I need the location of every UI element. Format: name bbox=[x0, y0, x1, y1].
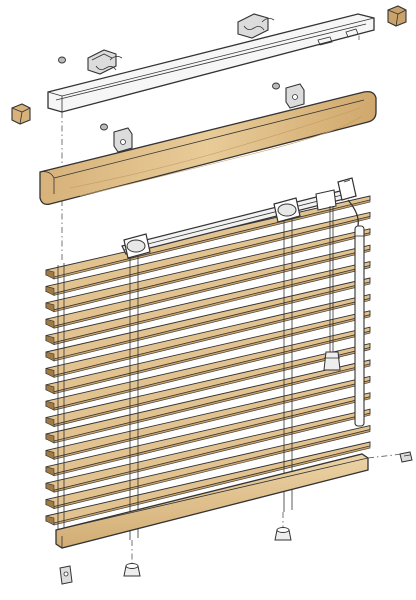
slat bbox=[45, 408, 371, 493]
slat bbox=[45, 375, 371, 460]
slat bbox=[45, 261, 371, 346]
slat bbox=[45, 244, 371, 329]
cord-stop-left bbox=[123, 563, 141, 577]
slat bbox=[45, 359, 371, 444]
slat bbox=[45, 293, 371, 378]
valance-bracket-right bbox=[285, 83, 305, 109]
slat bbox=[45, 425, 371, 510]
tilt-wand bbox=[347, 199, 365, 427]
tilt-gearbox bbox=[315, 177, 357, 211]
bottom-rail bbox=[55, 453, 369, 549]
cord-stop-right bbox=[274, 527, 292, 541]
slat bbox=[45, 310, 371, 395]
pull-cord bbox=[323, 206, 341, 371]
valance-bracket-left bbox=[113, 127, 133, 153]
slat bbox=[45, 343, 371, 428]
screw-center-left bbox=[100, 123, 108, 131]
tilt-mechanism-headrail bbox=[121, 177, 357, 259]
slat bbox=[45, 211, 371, 296]
mounting-clip-left bbox=[87, 49, 123, 75]
cord-cleat bbox=[59, 565, 73, 585]
slat bbox=[45, 277, 371, 362]
cord-drum-left bbox=[123, 233, 151, 259]
screw-left bbox=[58, 56, 66, 64]
cord-drum-right bbox=[273, 197, 301, 223]
end-cap-left bbox=[11, 103, 31, 125]
slat bbox=[45, 228, 371, 313]
bottom-rail-plug bbox=[399, 451, 413, 463]
slat bbox=[45, 392, 371, 477]
ladder-cords bbox=[57, 210, 293, 542]
slat bbox=[45, 326, 371, 411]
screw-right bbox=[272, 82, 280, 90]
slat bbox=[45, 441, 371, 526]
mounting-clip-center bbox=[237, 13, 275, 39]
slat-stack bbox=[45, 195, 371, 526]
headrail bbox=[47, 13, 375, 113]
wood-valance bbox=[39, 90, 377, 206]
end-cap-right bbox=[387, 5, 407, 27]
